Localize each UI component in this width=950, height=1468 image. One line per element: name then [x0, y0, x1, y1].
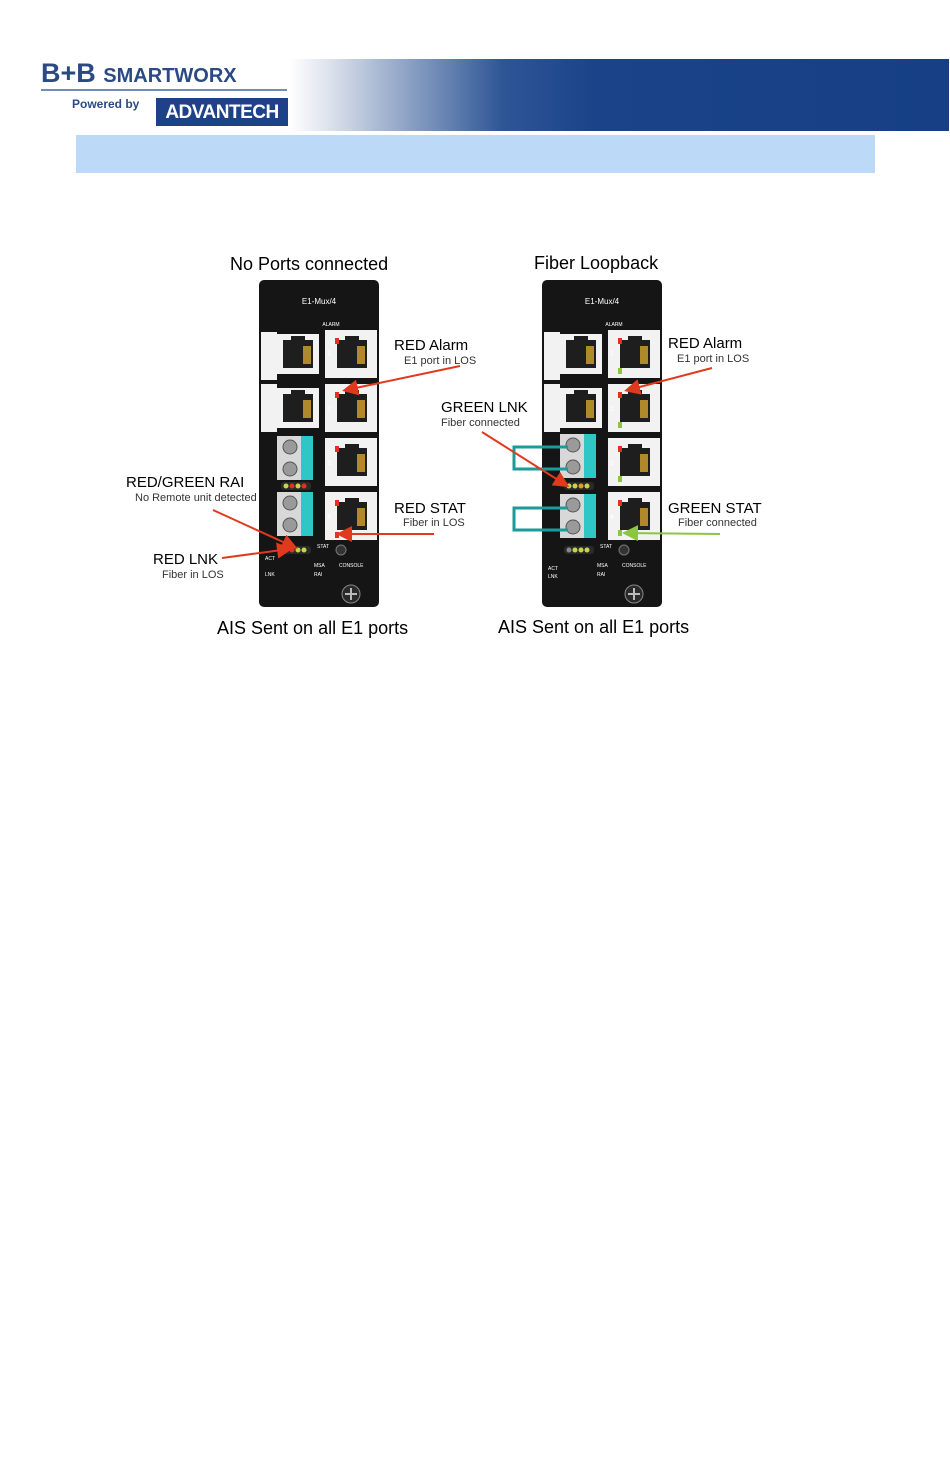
powered-by-text: Powered by — [72, 97, 140, 111]
svg-text:1: 1 — [610, 351, 614, 358]
right-panel-title: Fiber Loopback — [534, 253, 659, 273]
section-title-bar — [76, 135, 875, 173]
svg-text:LNK: LNK — [548, 574, 558, 580]
left-callout-red-stat-sub: Fiber in LOS — [403, 517, 465, 529]
right-callout-red-alarm-sub: E1 port in LOS — [677, 353, 750, 365]
arrow-right-green-stat — [622, 525, 721, 542]
svg-text:LNK: LNK — [265, 572, 275, 578]
svg-text:2: 2 — [327, 406, 331, 413]
svg-text:ALARM: ALARM — [322, 322, 339, 328]
svg-text:ALARM: ALARM — [605, 322, 622, 328]
brand-logo: B+B SMARTWORX — [41, 58, 237, 89]
left-panel-title: No Ports connected — [230, 254, 389, 274]
arrow-left-red-alarm — [342, 365, 461, 396]
left-panel-footer: AIS Sent on all E1 ports — [217, 618, 409, 638]
right-module-label: E1-Mux/4 — [585, 297, 620, 306]
brand-mark: B+B — [41, 58, 96, 88]
right-callout-green-lnk-sub: Fiber connected — [441, 417, 520, 429]
svg-text:1: 1 — [327, 351, 331, 358]
svg-text:2: 2 — [610, 406, 614, 413]
right-callout-green-stat-sub: Fiber connected — [678, 517, 757, 529]
svg-text:3: 3 — [610, 460, 614, 467]
right-module: E1-Mux/4 ALARM 1 2 3 4 — [542, 280, 662, 607]
left-callout-rai-sub: No Remote unit detected — [135, 492, 257, 504]
svg-text:STAT: STAT — [317, 544, 329, 550]
left-callout-red-lnk-sub: Fiber in LOS — [162, 569, 224, 581]
fiber-loopback-b — [512, 506, 568, 532]
left-callout-rai: RED/GREEN RAI — [126, 474, 245, 491]
svg-text:RAI: RAI — [314, 572, 322, 578]
svg-text:CONSOLE: CONSOLE — [622, 563, 647, 569]
svg-text:ACT: ACT — [548, 566, 558, 572]
logo-divider — [41, 89, 287, 91]
left-callout-red-stat: RED STAT — [394, 500, 466, 517]
svg-text:4: 4 — [610, 514, 614, 521]
svg-text:3: 3 — [327, 460, 331, 467]
left-module: E1-Mux/4 ALARM 1 2 3 4 — [259, 280, 379, 607]
svg-text:ACT: ACT — [265, 556, 275, 562]
arrow-left-red-lnk — [221, 542, 293, 559]
arrow-right-green-lnk — [481, 431, 570, 488]
svg-text:STAT: STAT — [600, 544, 612, 550]
arrow-right-red-alarm — [624, 367, 713, 395]
advantech-logo: ADVANTECH — [156, 98, 288, 126]
left-module-label: E1-Mux/4 — [302, 297, 337, 306]
svg-text:MSA: MSA — [314, 563, 326, 569]
right-callout-red-alarm: RED Alarm — [668, 335, 743, 352]
svg-text:CONSOLE: CONSOLE — [339, 563, 364, 569]
left-callout-red-alarm: RED Alarm — [394, 337, 469, 354]
svg-text:RAI: RAI — [597, 572, 605, 578]
left-callout-red-lnk: RED LNK — [153, 551, 219, 568]
arrow-left-rai — [212, 509, 298, 550]
svg-text:4: 4 — [327, 514, 331, 521]
right-callout-green-lnk: GREEN LNK — [441, 399, 528, 416]
left-callout-red-alarm-sub: E1 port in LOS — [404, 355, 477, 367]
right-panel-footer: AIS Sent on all E1 ports — [498, 617, 690, 637]
right-callout-green-stat: GREEN STAT — [668, 500, 762, 517]
brand-name: SMARTWORX — [103, 65, 237, 87]
svg-text:MSA: MSA — [597, 563, 609, 569]
